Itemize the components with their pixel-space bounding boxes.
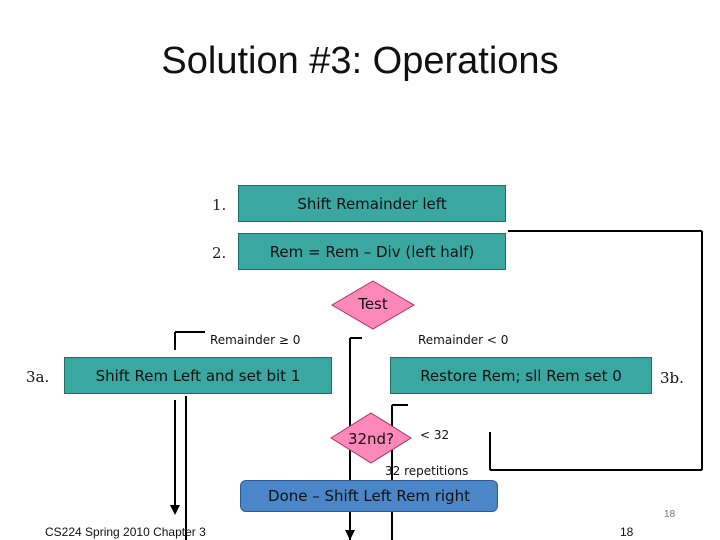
step2-box: Rem = Rem – Div (left half) [238,233,506,270]
slide-title: Solution #3: Operations [161,40,559,82]
less-than-32-label: < 32 [420,428,450,442]
course-footer: CS224 Spring 2010 Chapter 3 [45,525,206,539]
test-diamond [331,280,415,330]
step1-box: Shift Remainder left [238,185,506,222]
left-arrowhead [170,505,180,515]
mid-arrowhead [345,530,355,540]
step3a-box: Shift Rem Left and set bit 1 [64,357,332,394]
page-number-small: 18 [664,509,676,520]
remainder-ge0-label: Remainder ≥ 0 [210,333,301,347]
repetition-check-label: 32nd? [347,430,395,448]
step3b-number: 3b. [660,369,684,387]
step2-number: 2. [212,244,227,262]
32-repetitions-label: 32 repetitions [385,464,469,478]
page-number: 18 [620,525,634,539]
step3b-box: Restore Rem; sll Rem set 0 [390,357,652,394]
repetition-check-diamond [330,412,412,464]
remainder-lt0-label: Remainder < 0 [418,333,509,347]
test-label: Test [358,295,388,313]
step3a-number: 3a. [26,368,50,386]
step1-number: 1. [212,196,227,214]
done-box: Done – Shift Left Rem right [240,480,498,512]
